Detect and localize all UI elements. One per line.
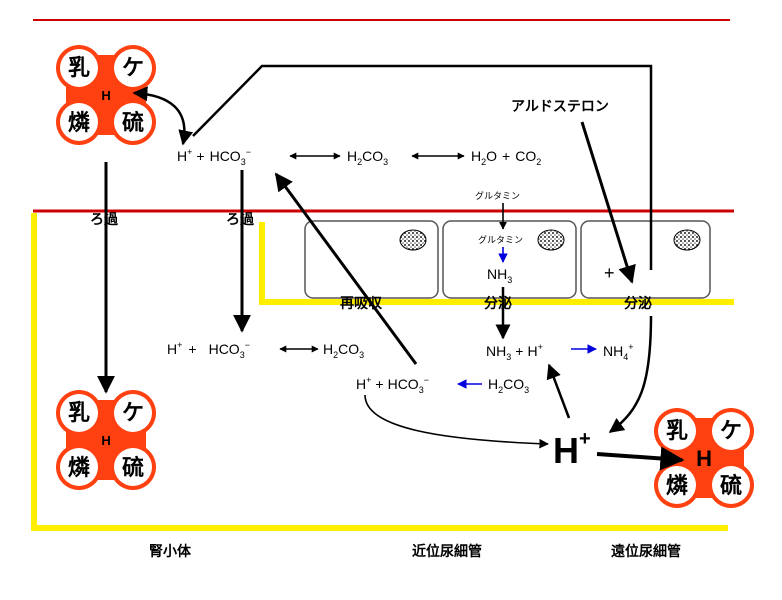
phosphate-label: 燐 (68, 456, 90, 481)
tubule-cell-1 (304, 220, 439, 299)
glutamine-label-2: グルタミン (478, 234, 523, 245)
secretion-label-1: 分泌 (484, 295, 512, 311)
ammonia-equation: NH3+H+ (486, 342, 543, 362)
section-glomerulus: 腎小体 (149, 543, 192, 559)
phosphate-label: 燐 (666, 474, 688, 499)
arrow-h-to-buffer (132, 86, 194, 146)
lactate-label: 乳 (68, 400, 90, 426)
cell-nh3: NH3 (487, 266, 512, 285)
sulfate-label: 硫 (122, 110, 144, 136)
phosphate-label: 燐 (68, 111, 90, 136)
big-h-plus: H+ (553, 428, 591, 471)
tubule-cell-2 (442, 220, 577, 299)
glutamine-label-1: グルタミン (475, 190, 520, 201)
arrow-distal-secretion (608, 315, 653, 434)
ketone-label: ケ (122, 401, 144, 426)
arrow-reabsorption (274, 172, 418, 365)
cell-equation: H++HCO3− (356, 375, 429, 395)
filtration-label-1: ろ過 (90, 211, 119, 227)
buffer-cluster-right: 乳 ケ 燐 硫 H (654, 408, 754, 508)
sulfate-label: 硫 (122, 455, 144, 481)
aldosterone-label: アルドステロン (511, 98, 609, 114)
filtration-label-2: ろ過 (226, 211, 255, 227)
tubule-cell-3 (580, 220, 711, 299)
arrow-h-to-distal-buffer (596, 446, 685, 471)
blood-equation: H++HCO3− (177, 147, 251, 167)
section-distal: 遠位尿細管 (611, 543, 681, 559)
hydrogen-label: H (101, 88, 110, 103)
sulfate-label: 硫 (720, 473, 742, 499)
ketone-label: ケ (720, 419, 742, 444)
tubule-yellow-line (259, 222, 734, 305)
buffer-cluster-top-left: 乳 ケ 燐 硫 H (56, 45, 156, 145)
hydrogen-label: H (696, 446, 712, 471)
lactate-label: 乳 (666, 418, 688, 444)
secretion-label-2: 分泌 (624, 295, 652, 311)
filtrate-equation: H++HCO3− (167, 340, 250, 360)
arrow-long-top (192, 64, 653, 270)
ketone-label: ケ (122, 56, 144, 81)
arrow-h-up (546, 363, 571, 419)
nucleus-2 (537, 229, 565, 251)
arrow-h-curve (364, 394, 549, 449)
hydrogen-label: H (101, 433, 110, 448)
buffer-cluster-bottom-left: 乳 ケ 燐 硫 H (56, 390, 156, 490)
blood-h2o-co2: H2O+CO2 (471, 148, 541, 167)
cell-h2co3: H2CO3 (488, 376, 529, 395)
filtrate-yellow-boundary (31, 213, 728, 531)
nucleus-3 (673, 229, 701, 251)
plus-mark: + (604, 263, 615, 283)
blood-h2co3: H2CO3 (347, 148, 388, 167)
filtrate-h2co3: H2CO3 (323, 341, 364, 360)
ammonium: NH4+ (603, 342, 634, 362)
arrow-aldosterone (580, 121, 636, 284)
section-proximal: 近位尿細管 (412, 543, 482, 559)
nucleus-1 (399, 229, 427, 251)
lactate-label: 乳 (68, 55, 90, 81)
